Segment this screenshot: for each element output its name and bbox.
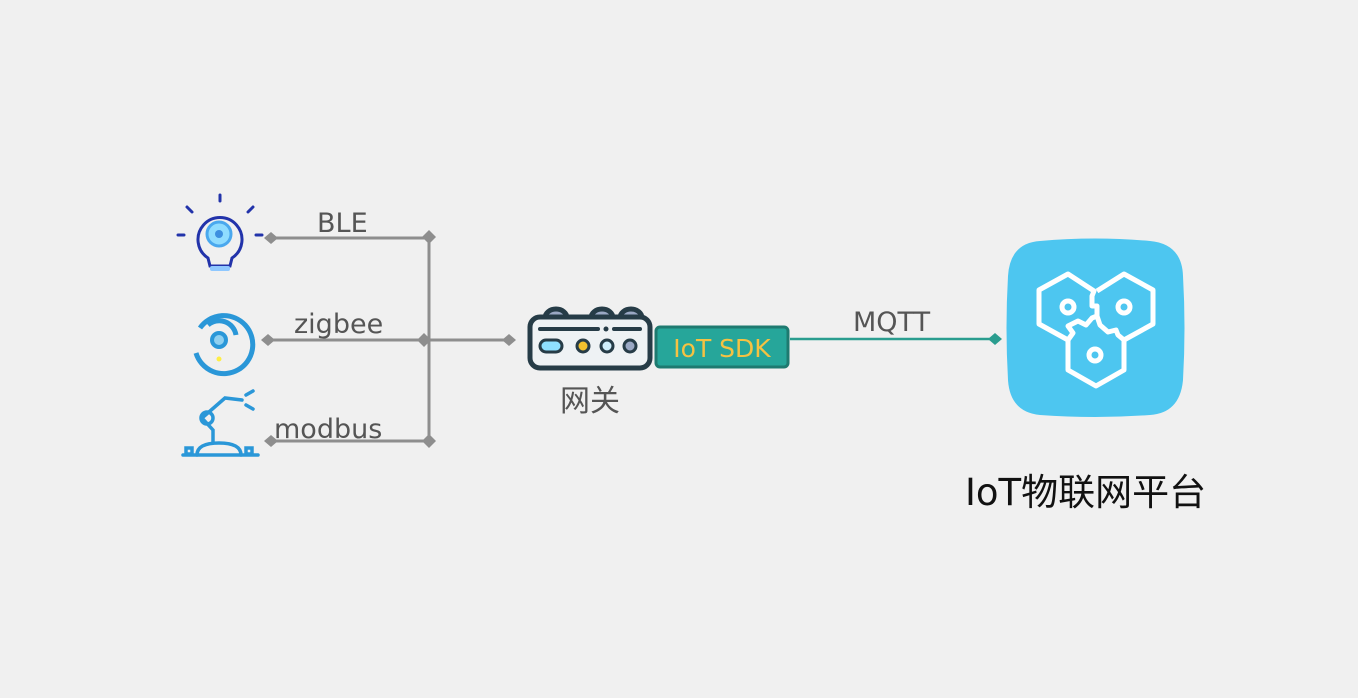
gateway-router-icon xyxy=(527,306,653,371)
connector-diamonds xyxy=(261,230,516,448)
iot-sdk-label: IoT SDK xyxy=(673,334,771,363)
platform-title: IoT物联网平台 xyxy=(965,471,1206,514)
ble-label: BLE xyxy=(317,208,368,239)
robot-arm-icon xyxy=(181,389,260,457)
robot-vacuum-icon xyxy=(193,313,256,377)
mqtt-label: MQTT xyxy=(853,307,931,338)
light-bulb-icon xyxy=(176,193,264,271)
mqtt-diamond xyxy=(988,333,1002,345)
zigbee-label: zigbee xyxy=(294,309,383,340)
modbus-label: modbus xyxy=(274,414,382,445)
iot-sdk-box xyxy=(654,325,790,369)
gateway-label: 网关 xyxy=(560,384,620,419)
iot-platform-icon xyxy=(1006,238,1185,417)
